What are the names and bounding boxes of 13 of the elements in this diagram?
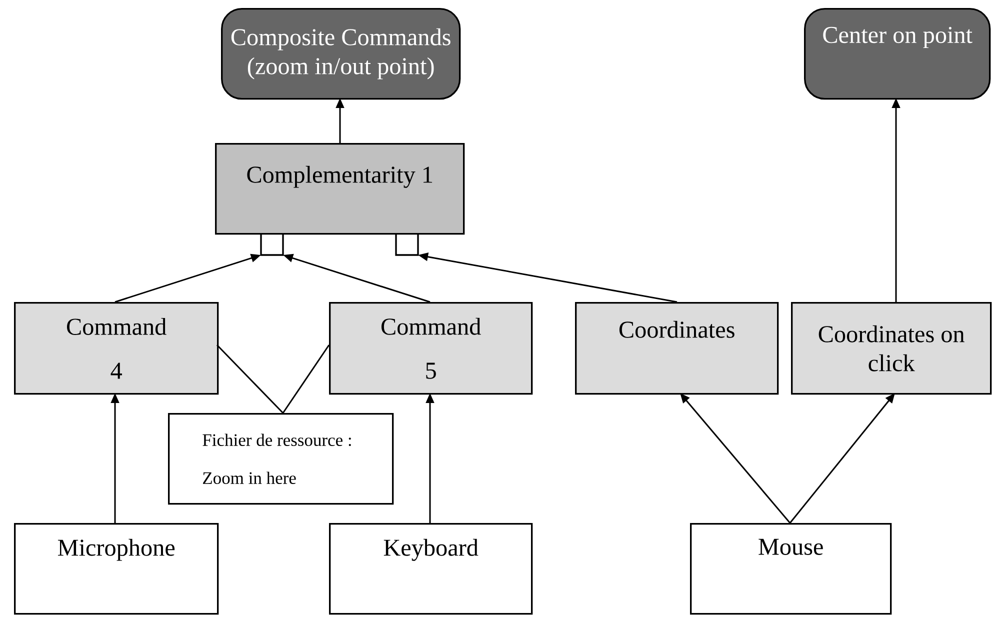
process-box: Coordinates on click <box>791 302 992 395</box>
command-box: Center on point <box>804 8 991 100</box>
device-box: Keyboard <box>329 523 533 615</box>
leader-line <box>216 344 284 414</box>
process-box: Coordinates <box>575 302 779 395</box>
note-box: Fichier de ressource : Zoom in here <box>168 413 394 505</box>
command-box: Composite Commands (zoom in/out point) <box>221 8 461 100</box>
device-box: Microphone <box>14 523 219 615</box>
leader-line <box>282 344 330 414</box>
process-box: Command 5 <box>329 302 533 395</box>
process-box: Complementarity 1 <box>215 143 465 235</box>
device-box: Mouse <box>690 523 892 615</box>
process-box: Command 4 <box>14 302 219 395</box>
